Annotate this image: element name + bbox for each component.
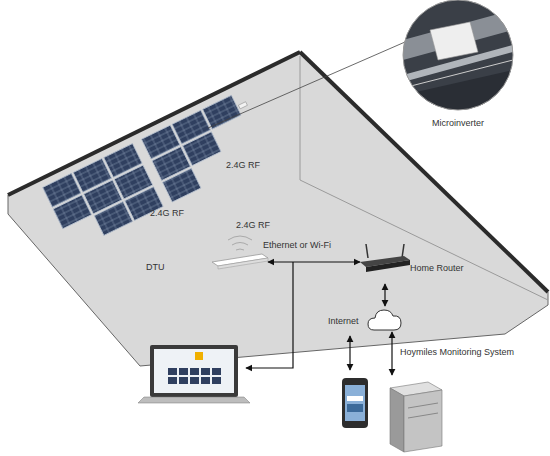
node-label: Hoymiles Monitoring System [400, 347, 514, 358]
router-box: Home Router [360, 250, 475, 284]
internet-cloud [368, 310, 401, 330]
laptop [138, 345, 250, 403]
phone [342, 378, 368, 428]
node-label: DTU [146, 262, 165, 273]
microinverter-callout: Microinverter [403, 0, 513, 132]
server-box: Hoymiles Monitoring System [385, 375, 445, 451]
dtu-device [212, 236, 268, 269]
solar-panels [43, 91, 271, 250]
leader-line [208, 42, 405, 128]
dtu-box: DTU [140, 252, 268, 272]
house [8, 52, 548, 366]
signal-label: 2.4G RF [236, 220, 270, 231]
node-label: Internet [328, 316, 359, 327]
microinverter-photo [403, 0, 513, 110]
connector-arrow [384, 284, 385, 306]
server [390, 382, 442, 452]
node-label: Home Router [410, 263, 464, 274]
home-router [360, 244, 410, 272]
signal-label: 2.4G RF [150, 208, 184, 219]
connector-arrow [268, 261, 360, 262]
connector-arrow [391, 332, 392, 375]
signal-label: 2.4G RF [226, 160, 260, 171]
node-label: Microinverter [403, 118, 513, 129]
edge-label: Ethernet or Wi-Fi [263, 240, 331, 251]
internet-cloud-box: Internet [325, 306, 405, 332]
